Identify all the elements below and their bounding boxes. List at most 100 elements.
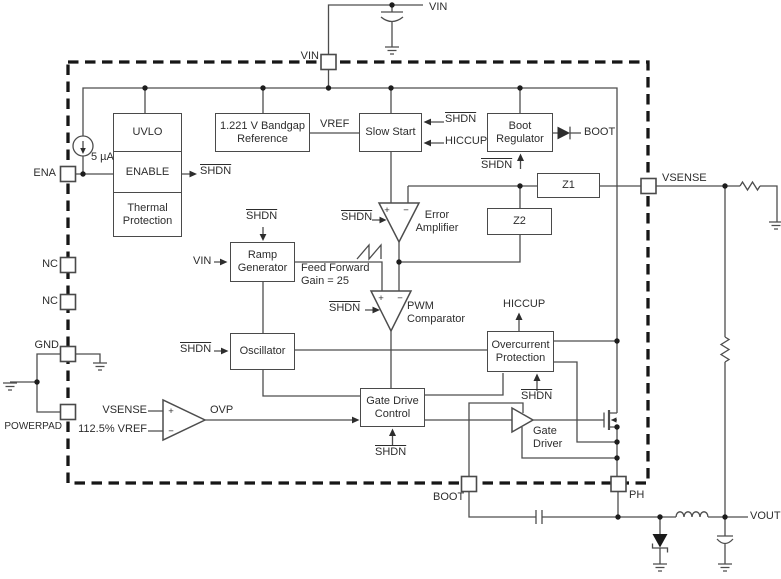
wire-ramp-generator bbox=[214, 227, 383, 333]
wire-boot-regulator bbox=[519, 126, 581, 169]
ovp-minus-sign: − bbox=[168, 426, 174, 437]
pwm-comparator-triangle bbox=[369, 290, 413, 333]
shdn-label-pwm: SHDN bbox=[329, 302, 361, 314]
ground-icon bbox=[93, 362, 107, 371]
boot-regulator-block: Boot Regulator bbox=[487, 113, 553, 152]
arrow-ovp-to-gdc bbox=[352, 416, 360, 424]
error-amplifier-triangle bbox=[377, 202, 421, 244]
ground-icon bbox=[718, 563, 732, 572]
shdn-label-oscillator: SHDN bbox=[180, 343, 212, 355]
pin-label-gnd: GND bbox=[34, 339, 59, 351]
overcurrent-protection-block: Overcurrent Protection bbox=[487, 331, 554, 372]
pwm-minus-sign: − bbox=[397, 293, 403, 304]
pin-label-nc1: NC bbox=[42, 258, 58, 270]
wire-internal-vin-rail bbox=[82, 70, 618, 413]
boot-net-label: BOOT bbox=[584, 126, 616, 138]
supervisor-block: UVLO ENABLE Thermal Protection bbox=[113, 113, 182, 237]
pin-powerpad bbox=[59, 403, 77, 421]
wire-gnd-powerpad bbox=[10, 353, 101, 413]
arrow-shdn-to-overcurrent bbox=[533, 373, 541, 381]
shdn-label-enable-out: SHDN bbox=[200, 165, 232, 177]
vref-label: VREF bbox=[320, 118, 350, 130]
pin-gnd bbox=[59, 345, 77, 363]
ground-icon bbox=[769, 221, 781, 230]
wire-overcurrent bbox=[518, 320, 617, 443]
feed-forward-label: Feed Forward Gain = 25 bbox=[301, 262, 370, 287]
error-amplifier-label: Error Amplifier bbox=[415, 209, 459, 234]
pin-nc2 bbox=[59, 293, 77, 311]
shdn-label-overcurrent: SHDN bbox=[521, 390, 553, 402]
wire-gate-driver bbox=[468, 402, 617, 477]
ground-icon bbox=[3, 382, 17, 391]
arrow-shdn-to-ramp bbox=[259, 234, 267, 241]
pin-ph bbox=[610, 475, 627, 493]
ground-symbols bbox=[3, 46, 781, 572]
mosfet-body-arrow bbox=[611, 417, 617, 423]
junction-dots bbox=[34, 2, 728, 520]
pin-ena bbox=[59, 165, 77, 183]
wires bbox=[10, 4, 778, 564]
wire-vin-external bbox=[327, 4, 423, 55]
arrow-hiccup-to-slow-start bbox=[423, 139, 431, 147]
bandgap-block: 1.221 V Bandgap Reference bbox=[215, 113, 310, 152]
arrow-shdn-to-pwm bbox=[372, 306, 380, 314]
gate-drive-control-block: Gate Drive Control bbox=[360, 388, 425, 427]
ovp-plus-sign: + bbox=[168, 406, 174, 417]
feedback-resistor-top bbox=[719, 336, 731, 363]
boot-diode-icon bbox=[557, 126, 570, 140]
ovp-threshold-label: 112.5% VREF bbox=[78, 423, 147, 435]
enable-current-label: 5 µA bbox=[91, 151, 114, 163]
uvlo-block: UVLO bbox=[132, 126, 163, 139]
hiccup-label-overcurrent: HICCUP bbox=[503, 298, 546, 310]
vsense-label-ovp: VSENSE bbox=[102, 404, 147, 416]
pin-vin bbox=[320, 53, 337, 71]
signal-arrowheads bbox=[189, 118, 541, 436]
error-amp-minus-sign: − bbox=[403, 205, 409, 216]
arrow-shdn-out bbox=[189, 170, 197, 178]
shdn-label-slow-start: SHDN bbox=[445, 113, 477, 125]
pwm-plus-sign: + bbox=[378, 293, 384, 304]
shdn-label-boot-regulator: SHDN bbox=[481, 159, 513, 171]
arrow-shdn-to-boot-regulator bbox=[517, 153, 524, 161]
wire-feedback bbox=[724, 185, 778, 517]
arrow-shdn-to-gdc bbox=[389, 428, 396, 436]
wire-pwm-comparator bbox=[365, 309, 392, 388]
ground-icon bbox=[653, 563, 667, 572]
oscillator-block: Oscillator bbox=[230, 333, 295, 370]
pin-vsense bbox=[640, 177, 657, 195]
arrow-shdn-to-oscillator bbox=[221, 347, 229, 355]
pwm-comparator-label: PWM Comparator bbox=[407, 300, 466, 325]
pin-boot bbox=[460, 475, 478, 493]
pin-label-vin: VIN bbox=[300, 50, 319, 62]
thermal-protection-block: Thermal Protection bbox=[114, 192, 181, 236]
wire-bottom-external bbox=[468, 492, 748, 564]
pin-nc1 bbox=[59, 256, 77, 274]
ground-icon bbox=[385, 46, 399, 55]
pin-label-nc2: NC bbox=[42, 295, 58, 307]
pin-label-ena: ENA bbox=[33, 167, 56, 179]
ramp-generator-block: Ramp Generator bbox=[230, 242, 295, 282]
sawtooth-icon bbox=[356, 243, 382, 261]
gate-driver-label: Gate Driver bbox=[533, 425, 563, 450]
gate-driver-triangle bbox=[511, 406, 535, 434]
ovp-net-label: OVP bbox=[210, 404, 234, 416]
vin-supply-label: VIN bbox=[429, 1, 448, 13]
vout-label: VOUT bbox=[750, 510, 781, 522]
package-pins bbox=[59, 53, 657, 493]
shdn-label-gdc: SHDN bbox=[375, 446, 407, 458]
schottky-diode-bar bbox=[651, 543, 669, 553]
pin-label-boot: BOOT bbox=[433, 491, 465, 503]
wire-error-amp-nets bbox=[372, 185, 725, 291]
wire-slow-start bbox=[390, 121, 444, 203]
z1-block: Z1 bbox=[537, 173, 600, 198]
pin-label-ph: PH bbox=[629, 489, 645, 501]
enable-block: ENABLE bbox=[114, 151, 181, 192]
pin-label-vsense: VSENSE bbox=[662, 172, 707, 184]
arrow-vin-to-ramp bbox=[220, 258, 228, 266]
arrow-hiccup-out bbox=[515, 312, 523, 320]
arrow-shdn-to-slow-start bbox=[423, 118, 431, 126]
inductor bbox=[675, 511, 709, 518]
ovp-comparator-triangle bbox=[162, 398, 207, 442]
